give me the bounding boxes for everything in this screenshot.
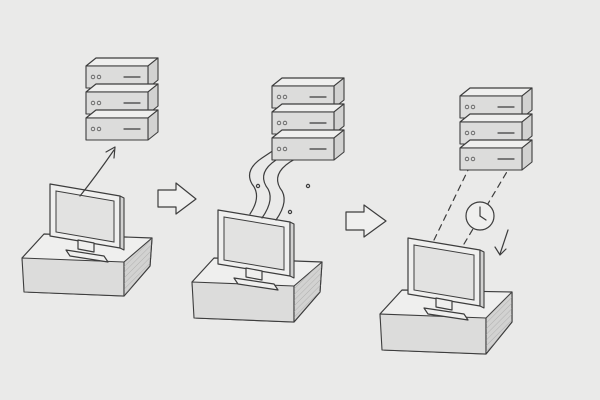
panel-direct-request <box>21 57 159 297</box>
arrow-request-icon <box>79 146 116 197</box>
server-stack-icon-3 <box>459 87 533 171</box>
dashed-link-lines <box>433 165 509 245</box>
computer-monitor-icon-3 <box>407 237 485 321</box>
clock-icon <box>465 201 495 231</box>
server-stack-icon-1 <box>85 57 159 141</box>
panel-delayed-sync <box>379 87 533 355</box>
computer-monitor-icon-2 <box>217 209 295 291</box>
panel-streamed-data <box>191 77 345 323</box>
server-stack-icon-2 <box>271 77 345 161</box>
arrow-right-icon-1 <box>157 182 197 215</box>
data-stream-lines <box>249 149 311 221</box>
return-arrow-icon <box>494 229 509 256</box>
platform-base-1 <box>21 233 153 297</box>
arrow-right-icon-2 <box>345 204 387 238</box>
computer-monitor-icon-1 <box>49 183 125 263</box>
